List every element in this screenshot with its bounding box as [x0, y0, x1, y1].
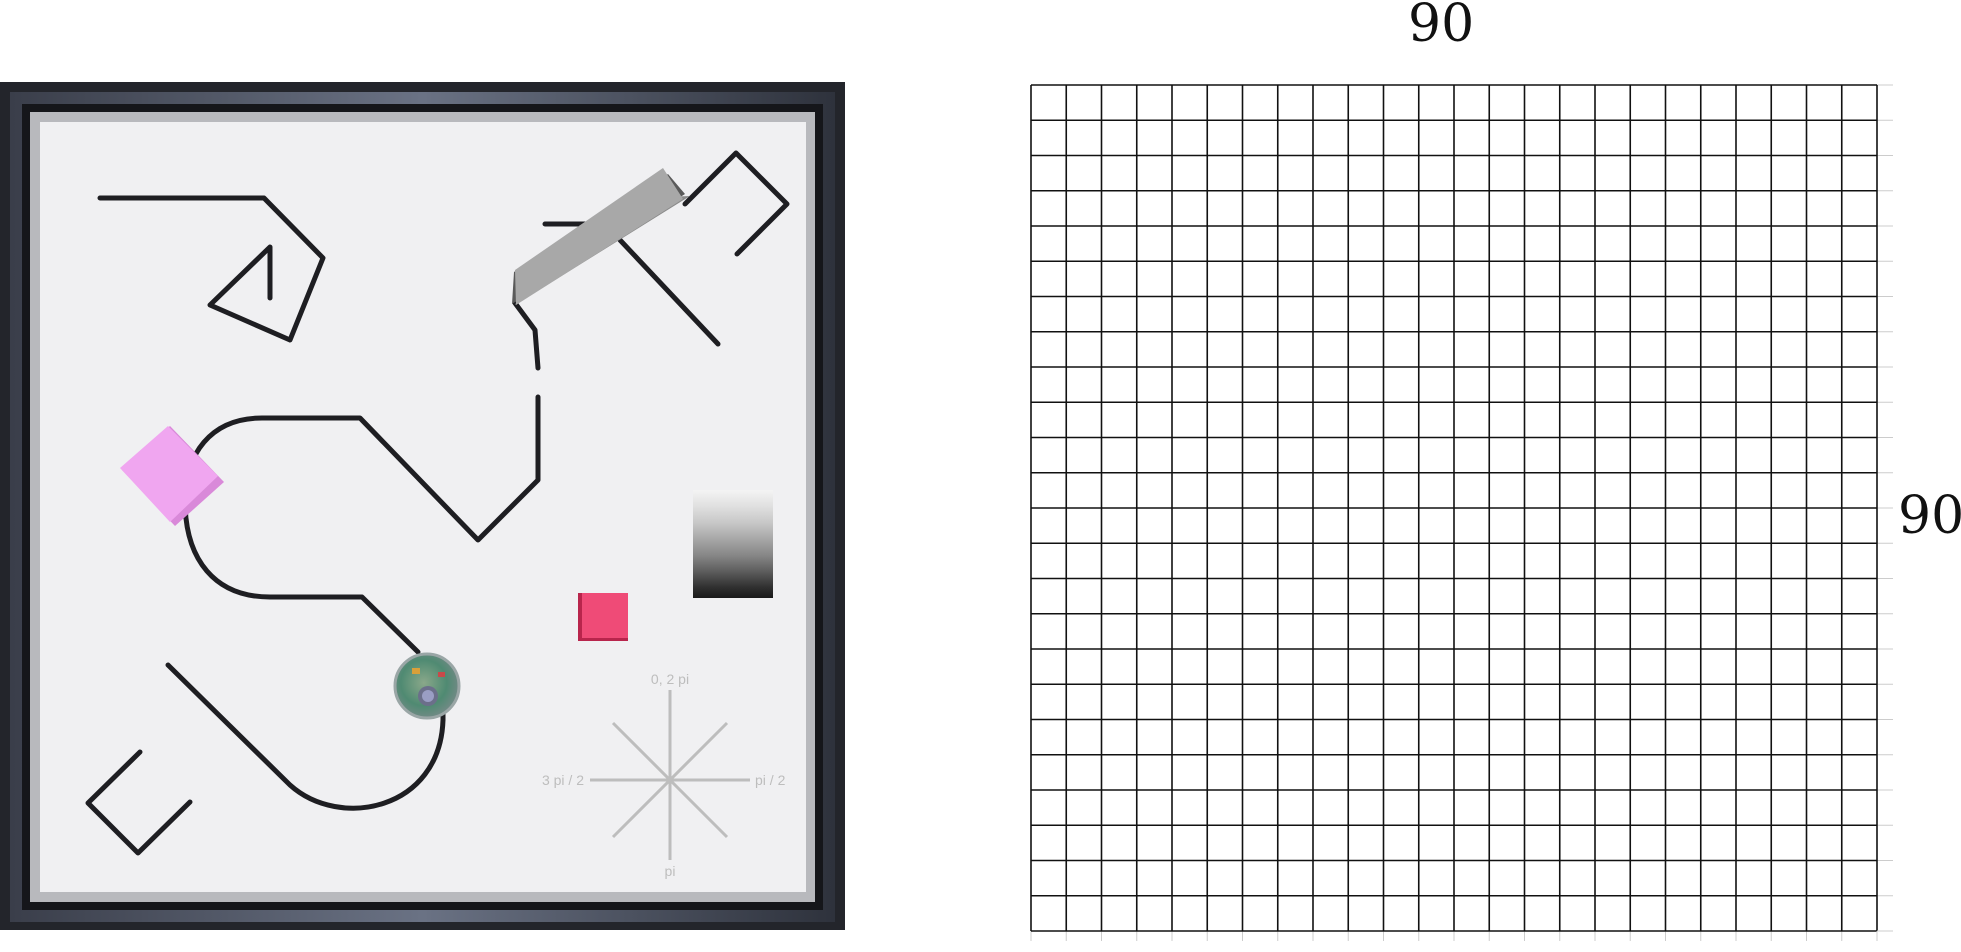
grid-view: 90 90 [1000, 0, 1961, 947]
track-u-curve [165, 662, 446, 811]
compass-label-left: 3 pi / 2 [542, 772, 584, 788]
grid-right-label: 90 [1898, 486, 1961, 546]
red-block [578, 593, 628, 641]
compass-label-top: 0, 2 pi [651, 671, 689, 687]
track-chevron-top-right [682, 150, 790, 257]
arena-svg: 0, 2 pi pi / 2 pi 3 pi / 2 [0, 82, 845, 932]
compass-label-right: pi / 2 [755, 772, 786, 788]
gray-block [512, 168, 690, 305]
pink-block [120, 426, 224, 526]
track-spiral [97, 195, 326, 343]
arena-view: 0, 2 pi pi / 2 pi 3 pi / 2 [0, 0, 845, 932]
grid-svg [1030, 84, 1893, 941]
compass: 0, 2 pi pi / 2 pi 3 pi / 2 [542, 671, 786, 879]
grid-top-label: 90 [1408, 0, 1475, 54]
grayscale-strip [693, 490, 773, 598]
compass-label-bottom: pi [665, 863, 676, 879]
track-chevron-bottom-left [85, 749, 193, 856]
robot [393, 652, 461, 720]
